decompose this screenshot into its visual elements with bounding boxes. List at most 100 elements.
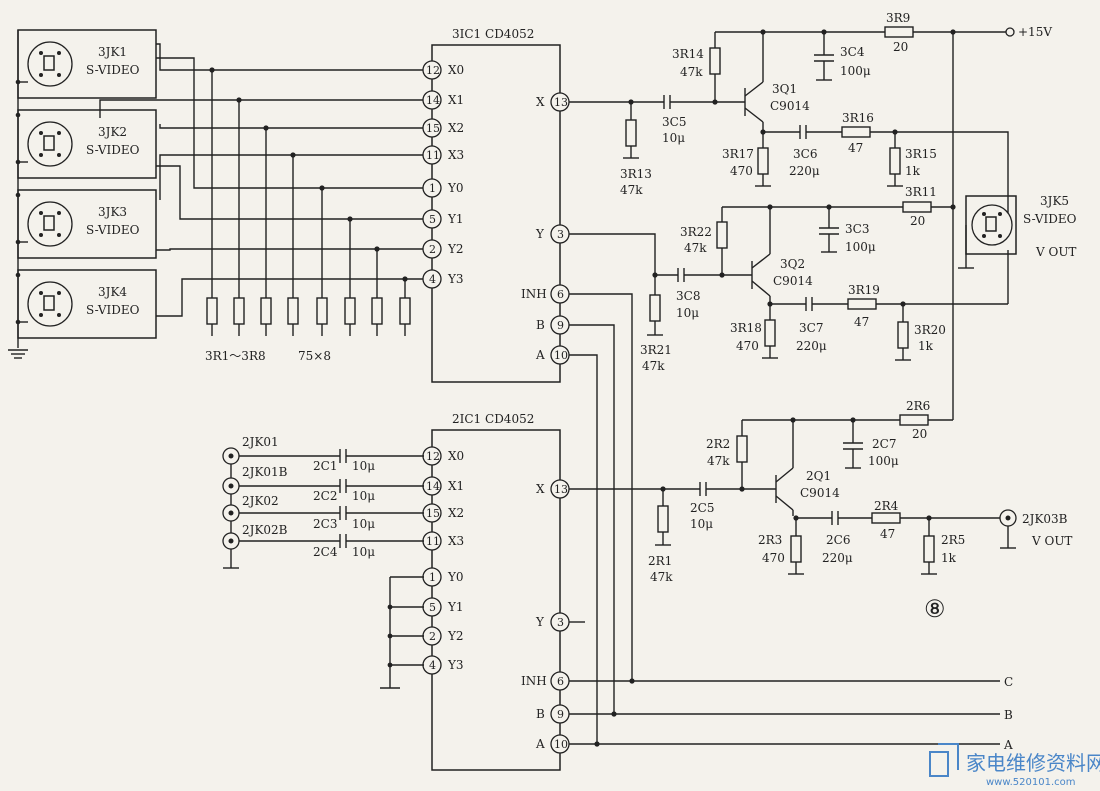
r3r15-value: 1k [905, 164, 921, 178]
r2r1-value: 47k [650, 570, 673, 584]
r2r4-name: 2R4 [874, 499, 899, 513]
pin-number: 13 [554, 96, 568, 109]
pin-name: Y2 [447, 242, 464, 256]
r2r5-name: 2R5 [941, 533, 965, 547]
amp-2q1: 2R6 20 2C7 100μ 2R2 47k 2R1 47k 2C5 10μ [569, 399, 1000, 584]
pin-name: X1 [448, 93, 464, 107]
r2r2-value: 47k [707, 454, 730, 468]
r3r18-value: 470 [736, 339, 759, 353]
r2r1-name: 2R1 [648, 554, 672, 568]
control-bus: C B A [569, 293, 1013, 752]
pin-name: Y0 [447, 181, 464, 195]
c3c3-name: 3C3 [845, 222, 869, 236]
c3c6-name: 3C6 [793, 147, 817, 161]
pin-name: Y3 [447, 272, 464, 286]
rca-name: 2JK02B [242, 523, 288, 537]
jk03b-name: 2JK03B [1022, 512, 1068, 526]
c3c4-value: 100μ [840, 64, 871, 78]
pin-name: X [536, 482, 545, 496]
r3r16-name: 3R16 [842, 111, 874, 125]
pin-name: Y3 [447, 658, 464, 672]
pin-number: 13 [554, 483, 568, 496]
jack-name: 3JK2 [98, 125, 127, 139]
rca-jack-2jk03b: 2JK03B V OUT [999, 509, 1072, 549]
r3r14-name: 3R14 [672, 47, 704, 61]
cap-value: 10μ [352, 459, 375, 473]
jack-type: S-VIDEO [86, 143, 140, 157]
pin-name: Y1 [447, 212, 464, 226]
svideo-jack-3jk3: 3JK3 S-VIDEO [17, 189, 157, 259]
resistor-bank-label: 3R1～3R8 [205, 349, 266, 363]
c2c7-name: 2C7 [872, 437, 896, 451]
pin-name: A [535, 348, 545, 362]
pin-name: A [535, 737, 545, 751]
resistor-bank-value: 75×8 [298, 349, 331, 363]
svideo-jack-3jk1: 3JK1 S-VIDEO [17, 29, 157, 99]
pin-number: 12 [426, 450, 440, 463]
rca-name: 2JK02 [242, 494, 279, 508]
r3r11-name: 3R11 [905, 185, 937, 199]
rca-jack-2jk01b: 2JK01B 2C2 10μ [222, 465, 424, 503]
r2r6-name: 2R6 [906, 399, 930, 413]
jack-type: S-VIDEO [86, 63, 140, 77]
cap-value: 10μ [352, 517, 375, 531]
c3c3-value: 100μ [845, 240, 876, 254]
svideo-input-wiring [15, 43, 424, 325]
pin-number: 12 [426, 64, 440, 77]
pin-name: B [536, 707, 545, 721]
q2q1-value: C9014 [800, 486, 840, 500]
ic-label: 2IC1 CD4052 [452, 412, 534, 426]
svideo-jack-3jk2: 3JK2 S-VIDEO [17, 109, 157, 179]
pin-number: 1 [429, 182, 436, 195]
pin-name: X3 [448, 148, 464, 162]
q3q1-value: C9014 [770, 99, 810, 113]
jk5-name: 3JK5 [1040, 194, 1069, 208]
pin-number: 5 [429, 213, 436, 226]
pin-name: X0 [448, 449, 464, 463]
jk03b-label: V OUT [1031, 534, 1072, 548]
r3r13-name: 3R13 [620, 167, 652, 181]
r2r4-value: 47 [880, 527, 895, 541]
r3r9-value: 20 [893, 40, 908, 54]
pin-number: 6 [557, 675, 564, 688]
r3r19-name: 3R19 [848, 283, 880, 297]
pin-name: X2 [448, 121, 464, 135]
c2c6-name: 2C6 [826, 533, 850, 547]
r3r11-value: 20 [910, 214, 925, 228]
pin-number: 3 [557, 616, 564, 629]
watermark-title: 家电维修资料网 [966, 751, 1100, 775]
rca-input-section: 2JK01 2C1 10μ 2JK01B 2C2 10μ 2JK02 2C3 1… [222, 435, 424, 569]
pin-name: Y0 [447, 570, 464, 584]
r3r20-name: 3R20 [914, 323, 946, 337]
r3r14-value: 47k [680, 65, 703, 79]
pin-number: 10 [554, 349, 568, 362]
r3r16-value: 47 [848, 141, 863, 155]
pin-number: 3 [557, 228, 564, 241]
r3r17-value: 470 [730, 164, 753, 178]
cap-name: 2C4 [313, 545, 338, 559]
r3r9-name: 3R9 [886, 11, 910, 25]
pin-name: X2 [448, 506, 464, 520]
cap-name: 2C3 [313, 517, 337, 531]
pin-name: Y [535, 615, 545, 629]
q3q2-value: C9014 [773, 274, 813, 288]
pin-name: Y2 [447, 629, 464, 643]
rca-name: 2JK01 [242, 435, 279, 449]
cap-value: 10μ [352, 545, 375, 559]
pin-name: INH [521, 287, 547, 301]
pin-name: INH [521, 674, 547, 688]
r2r6-value: 20 [912, 427, 927, 441]
pin-number: 14 [426, 94, 440, 107]
pin-name: X0 [448, 63, 464, 77]
pin-number: 6 [557, 288, 564, 301]
r2r5-value: 1k [941, 551, 957, 565]
pin-number: 4 [429, 273, 436, 286]
r3r21-value: 47k [642, 359, 665, 373]
r3r21-name: 3R21 [640, 343, 672, 357]
pin-number: 10 [554, 738, 568, 751]
jack-type: S-VIDEO [86, 303, 140, 317]
amp-3q2: 3R11 20 3C3 100μ 3R22 47k 3R21 47k 3C8 1… [569, 185, 1009, 373]
c3c6-value: 220μ [789, 164, 820, 178]
